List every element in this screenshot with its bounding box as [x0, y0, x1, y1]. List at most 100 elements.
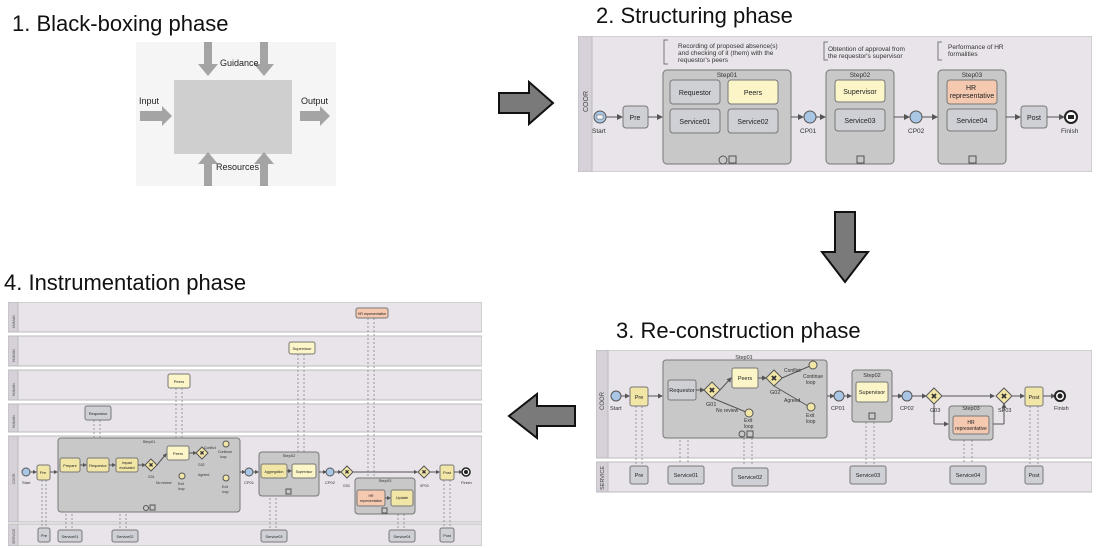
pre-label: Pre — [40, 470, 47, 475]
lane-header — [596, 350, 609, 459]
cp01-label: CP01 — [800, 128, 817, 135]
collapse-icon — [285, 488, 292, 495]
guidance-arrow-icon — [198, 42, 218, 76]
lane-label: COOR — [12, 473, 16, 484]
supervisor-label: Supervisor — [292, 346, 312, 351]
service01-task — [669, 108, 721, 134]
lane-label: HUMAN — [12, 415, 16, 428]
input-label: Input — [139, 96, 160, 106]
service03-label: Service03 — [856, 473, 880, 479]
service02-label: Service02 — [737, 119, 768, 126]
annotation-step03: Performance of HR formalities — [948, 44, 1005, 58]
service02-task — [731, 467, 769, 487]
gateway-x-icon: ✖ — [421, 469, 426, 476]
step01-subprocess — [662, 359, 828, 439]
cp02-event — [325, 467, 335, 477]
exit-loop-event — [178, 472, 186, 480]
phase-2-title: 2. Structuring phase — [596, 3, 793, 28]
service03-task — [849, 465, 887, 485]
peers-label: Peers — [174, 379, 184, 384]
agreed-label: Agreed — [198, 473, 209, 477]
service04-label: Service04 — [394, 535, 411, 539]
step03-title: Step03 — [962, 72, 983, 79]
step02-subprocess — [258, 451, 320, 497]
exit-loop-event — [222, 474, 230, 482]
message-icon — [1068, 115, 1074, 119]
phase-1-title: 1. Black-boxing phase — [12, 11, 229, 36]
collapse-icon — [868, 412, 876, 420]
sp03-gateway — [417, 465, 431, 479]
finish-label: Finish — [461, 480, 472, 485]
service03-task — [260, 529, 288, 543]
post-label: Post — [1028, 395, 1039, 401]
service-pre-task — [37, 527, 51, 543]
hr-coor-task — [356, 489, 386, 507]
hr-representative-label: HR representative — [950, 85, 994, 100]
agreed-label: Agreed — [784, 398, 800, 404]
exit-loop-event — [806, 402, 816, 412]
service02-label: Service02 — [117, 535, 134, 539]
service01-task — [667, 465, 705, 485]
service01-label: Service01 — [679, 119, 710, 126]
arrow-right-icon — [498, 80, 555, 126]
cp02-label: CP02 — [900, 406, 914, 412]
resources-label: Resources — [216, 162, 260, 172]
sp03-label: SP03 — [998, 408, 1011, 414]
gateway-x-icon: ✖ — [709, 386, 716, 395]
prepare-label: Prepare — [63, 464, 77, 468]
g02-label: G02 — [770, 390, 780, 396]
supervisor-coor-label: Supervisor — [296, 470, 314, 474]
lane-label: SERVICE — [600, 466, 606, 490]
requestor-task — [84, 405, 112, 421]
g02-label: G02 — [198, 463, 205, 467]
supervisor-label: Supervisor — [859, 390, 885, 396]
hr-representative-label: HR representative — [358, 312, 386, 316]
hr-representative-task — [952, 415, 990, 435]
requestor-coor-label: Requestor — [89, 464, 107, 468]
supervisor-task — [855, 381, 889, 403]
service-pre-label: Pre — [635, 473, 644, 479]
service01-label: Service01 — [674, 473, 698, 479]
step01-title: Step01 — [143, 439, 156, 444]
collapse-icon — [746, 430, 754, 438]
service03-task — [834, 108, 886, 132]
g03-label: G03 — [343, 484, 350, 488]
service02-task — [111, 529, 139, 543]
sp03-gateway — [995, 387, 1013, 405]
cp01-event — [803, 110, 817, 124]
hr-representative-task — [355, 307, 389, 319]
peers-label: Peers — [744, 90, 763, 97]
gateway-x-icon: ✖ — [199, 450, 204, 457]
start-label: Start — [22, 480, 31, 485]
gateway-x-icon: ✖ — [1001, 392, 1008, 401]
update-task — [390, 489, 414, 507]
collapse-icon — [728, 155, 737, 164]
service01-label: Service01 — [62, 535, 79, 539]
cp01-event — [833, 390, 845, 402]
step01-subprocess — [57, 437, 241, 513]
annotation-step01: Recording of proposed absence(s) and che… — [678, 43, 780, 64]
cp02-event — [909, 110, 923, 124]
g01-gateway — [144, 458, 158, 472]
continue-loop-event — [808, 360, 818, 370]
requestor-task — [669, 79, 721, 105]
blackbox-diagram: Guidance Input Output Resources — [136, 42, 336, 186]
lane-label: COOR — [600, 391, 606, 410]
start-label: Start — [610, 406, 622, 412]
g01-label: G01 — [148, 475, 155, 479]
cp01-event — [244, 467, 254, 477]
structuring-diagram: COOR Recording of proposed absence(s) an… — [578, 36, 1092, 172]
cp01-label: CP01 — [244, 480, 255, 485]
peers-label: Peers — [738, 376, 753, 382]
finish-label: Finish — [1054, 406, 1069, 412]
service02-task — [727, 108, 779, 134]
peers-task — [727, 79, 779, 105]
conflict-label: Conflict — [784, 368, 801, 374]
message-icon — [596, 114, 604, 120]
